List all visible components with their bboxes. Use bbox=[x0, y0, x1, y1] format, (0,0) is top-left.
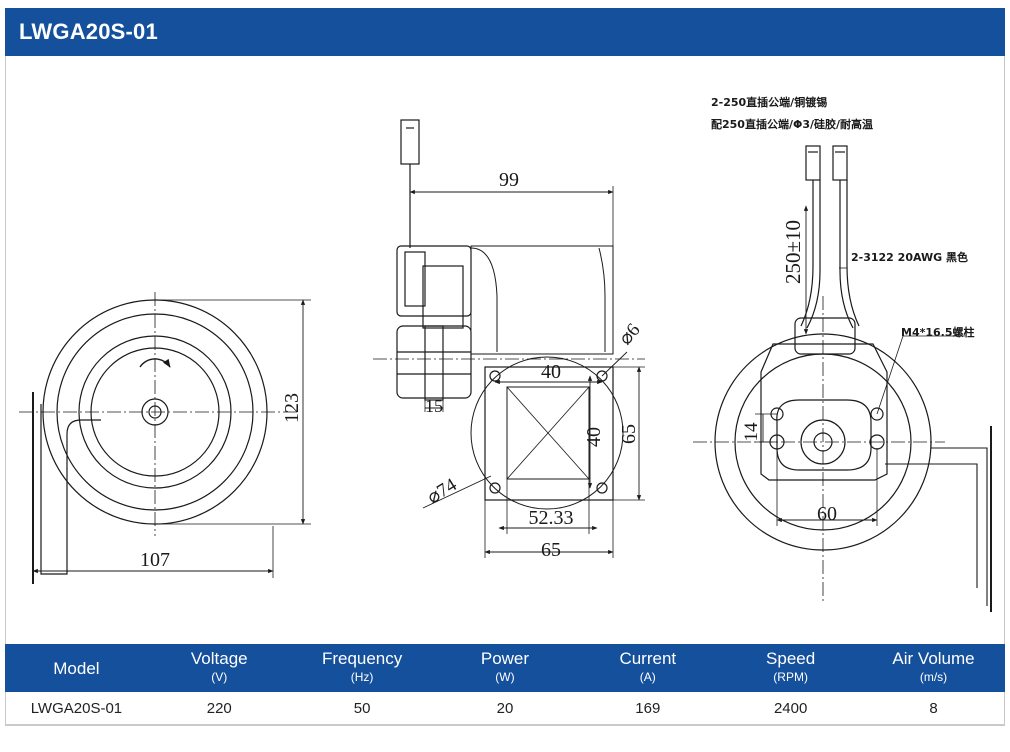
wire-left bbox=[800, 180, 814, 327]
dim-250-label: 250±10 bbox=[781, 220, 805, 284]
spec-table: Model Voltage(V) Frequency(Hz) Power(W) … bbox=[5, 644, 1005, 725]
dim-65-v-label: 65 bbox=[618, 424, 640, 444]
hole-label: ⌀6 bbox=[615, 320, 645, 350]
bolt-hole-br bbox=[596, 482, 608, 494]
right-view bbox=[693, 145, 992, 612]
right-outlet-duct bbox=[930, 442, 988, 606]
cell-power: 20 bbox=[433, 692, 577, 725]
motor-coil bbox=[404, 251, 426, 307]
motor-frame bbox=[760, 343, 888, 481]
wire-note: 2-3122 20AWG 黑色 bbox=[851, 250, 968, 264]
header-power: Power(W) bbox=[433, 644, 577, 692]
housing-profile bbox=[470, 247, 498, 352]
bolt-hole-tl bbox=[489, 370, 501, 382]
dim-99-label: 99 bbox=[499, 169, 519, 191]
screw-note: M4*16.5螺柱 bbox=[901, 325, 975, 339]
spec-data-row: LWGA20S-01 220 50 20 169 2400 8 bbox=[5, 692, 1005, 725]
cell-current: 169 bbox=[576, 692, 720, 725]
bolt-hole-bl bbox=[489, 482, 501, 494]
dim-123-label: 123 bbox=[281, 393, 303, 423]
header-speed: Speed(RPM) bbox=[719, 644, 863, 692]
note-line-1: 2-250直插公端/铜镀锡 bbox=[711, 95, 827, 109]
left-view bbox=[19, 292, 311, 584]
cell-frequency: 50 bbox=[290, 692, 434, 725]
wire-left-2 bbox=[806, 180, 821, 329]
dim-52-33-label: 52.33 bbox=[529, 507, 574, 529]
outlet-duct bbox=[40, 404, 101, 575]
circle-leader bbox=[422, 475, 492, 509]
mount-hole-tr bbox=[870, 407, 884, 421]
wire-right bbox=[839, 180, 854, 329]
cell-model: LWGA20S-01 bbox=[5, 692, 148, 725]
motor-core bbox=[422, 265, 464, 329]
cell-air-volume: 8 bbox=[862, 692, 1005, 725]
motor-winding bbox=[794, 317, 856, 355]
header-voltage: Voltage(V) bbox=[147, 644, 291, 692]
terminal-right bbox=[832, 145, 848, 181]
cell-voltage: 220 bbox=[147, 692, 291, 725]
spec-header-row: Model Voltage(V) Frequency(Hz) Power(W) … bbox=[5, 644, 1005, 692]
motor-shaft bbox=[424, 325, 444, 401]
technical-drawing: 107 123 bbox=[19, 95, 992, 612]
page-title: LWGA20S-01 bbox=[19, 19, 158, 44]
hole-leader bbox=[601, 351, 628, 377]
header-air-volume: Air Volume(m/s) bbox=[862, 644, 1005, 692]
terminal-connector bbox=[400, 119, 420, 165]
header-frequency: Frequency(Hz) bbox=[290, 644, 434, 692]
dim-15-label: 15 bbox=[425, 396, 443, 416]
dim-60-label: 60 bbox=[817, 503, 837, 525]
motor-base bbox=[396, 325, 472, 399]
cell-speed: 2400 bbox=[719, 692, 863, 725]
outlet-circle bbox=[470, 356, 624, 510]
middle-view bbox=[373, 119, 645, 558]
housing-side bbox=[470, 245, 614, 355]
dim-14-label: 14 bbox=[741, 422, 762, 442]
terminal-left bbox=[805, 145, 821, 181]
wire-right-2 bbox=[846, 180, 860, 327]
screw-leader bbox=[876, 335, 904, 415]
dim-65-h-label: 65 bbox=[541, 539, 561, 561]
header-model: Model bbox=[5, 644, 148, 692]
outlet-flange-square bbox=[484, 366, 614, 501]
dim-40-h-label: 40 bbox=[541, 361, 561, 383]
note-line-2: 配250直插公端/Φ3/硅胶/耐高温 bbox=[711, 117, 873, 131]
title-bar: LWGA20S-01 bbox=[5, 8, 1005, 56]
dim-40-v-label: 40 bbox=[583, 427, 605, 447]
circle-label: ⌀74 bbox=[424, 474, 461, 508]
motor-stator bbox=[776, 399, 872, 471]
header-current: Current(A) bbox=[576, 644, 720, 692]
dim-107-label: 107 bbox=[140, 549, 170, 571]
